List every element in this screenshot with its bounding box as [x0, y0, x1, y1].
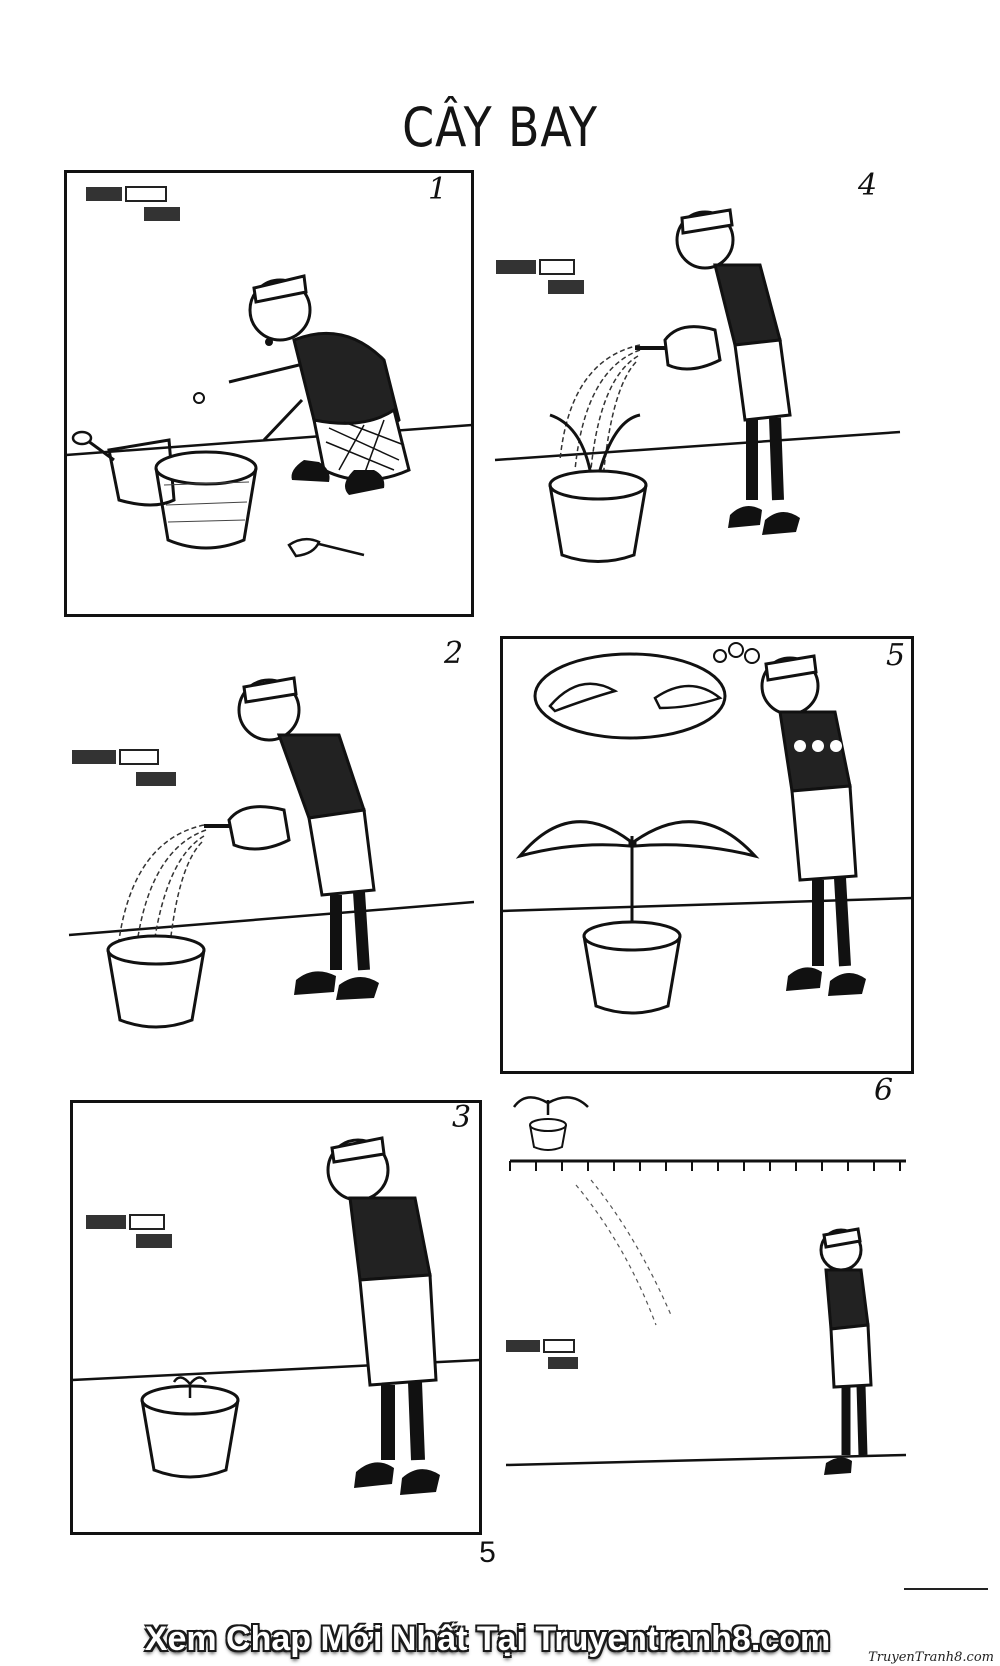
page-title: CÂY BAY [402, 96, 598, 159]
panel-4: 4 [490, 168, 910, 600]
panel-2-number: 2 [444, 636, 464, 671]
panel-3-art [70, 1100, 482, 1535]
panel-5: 5 [500, 636, 914, 1074]
panel-6-number: 6 [874, 1073, 894, 1108]
panel-2-art [68, 676, 474, 1029]
panel-6-art [505, 1096, 907, 1475]
panel-4-art [494, 208, 901, 563]
page-number: 5 [479, 1536, 496, 1569]
panel-1-number: 1 [428, 172, 448, 207]
panel-6: 6 [496, 1073, 916, 1515]
panel-3-number: 3 [452, 1100, 472, 1135]
footer-banner: Xem Chap Mới Nhất Tại Truyentranh8.com [144, 1620, 831, 1658]
panel-4-number: 4 [858, 168, 878, 203]
panel-5-art [500, 636, 914, 1074]
panel-2: 2 [64, 636, 474, 1060]
panel-5-number: 5 [886, 638, 906, 673]
panel-3: 3 [70, 1100, 482, 1535]
panel-1-art [64, 170, 474, 617]
watermark: TruyenTranh8.com [868, 1650, 994, 1665]
footer-rule [904, 1588, 988, 1590]
panel-1: 1 [64, 170, 474, 617]
